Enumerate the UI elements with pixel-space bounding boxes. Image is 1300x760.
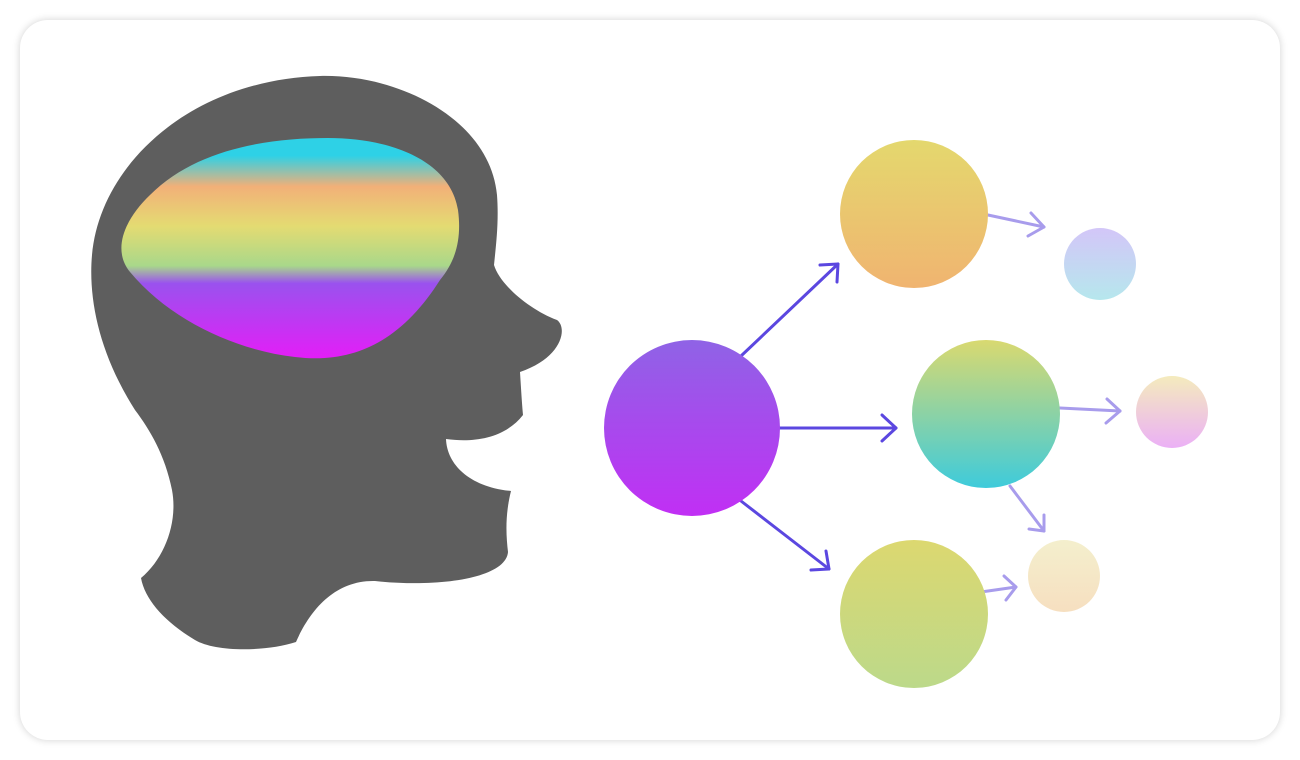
arrow-icon [979,585,1018,594]
primary-arrows [739,262,898,572]
arrow-head-icon [1027,513,1046,533]
illustration-card [20,20,1280,740]
arrow-head-icon [1002,574,1018,602]
arrow-icon [986,213,1046,229]
arrow-icon [739,262,840,358]
bottom-leaf-node [1028,540,1100,612]
arrow-head-icon [1104,397,1122,425]
middle-leaf-node [1136,376,1208,448]
arrow-icon [739,499,831,571]
bottom-idea-node [840,540,988,688]
arrow-icon [1058,406,1122,413]
arrow-head-icon [809,549,831,572]
top-leaf-node [1064,228,1136,300]
top-idea-node [840,140,988,288]
arrow-head-icon [1026,211,1046,238]
middle-idea-node [912,340,1060,488]
arrow-head-icon [880,413,898,443]
brain-gradient-icon [121,138,460,359]
root-idea-node [604,340,780,516]
secondary-arrows [979,211,1122,602]
arrow-icon [1008,484,1046,533]
arrow-head-icon [818,262,840,284]
mind-map-illustration [91,75,1208,688]
